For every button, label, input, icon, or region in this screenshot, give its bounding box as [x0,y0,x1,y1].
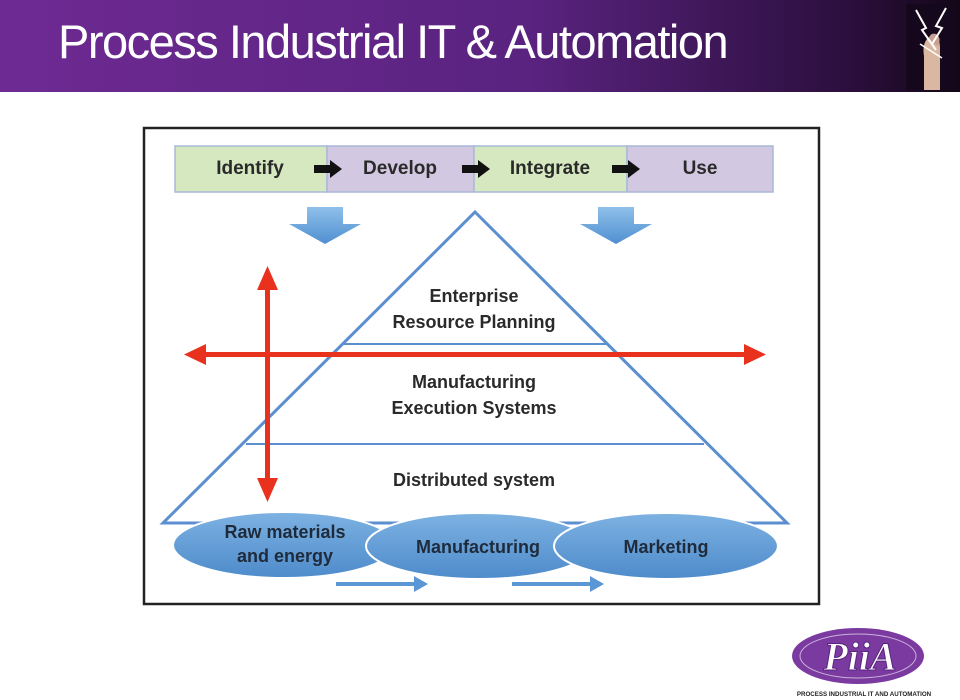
level-erp-line2: Resource Planning [392,312,555,332]
step-identify-label: Identify [216,158,284,179]
ellipse-raw-materials-line2: and energy [237,546,333,566]
down-arrow-left [289,207,361,244]
step-arrow-2 [462,160,490,178]
level-mes-line2: Execution Systems [391,398,556,418]
level-dcs-label: Distributed system [393,470,555,490]
base-ellipses: Raw materials and energy Manufacturing M… [172,511,779,580]
flow-arrow-2 [512,576,604,592]
logo-caption: PROCESS INDUSTRIAL IT AND AUTOMATION [797,691,932,698]
page-title: Process Industrial IT & Automation [58,15,729,68]
flow-arrow-1 [336,576,428,592]
step-arrow-1 [314,160,342,178]
ellipse-manufacturing-label: Manufacturing [416,537,540,557]
step-integrate-box [473,145,628,193]
process-bar: Identify Develop Integrate Use [174,145,774,193]
level-erp-line1: Enterprise [429,286,518,306]
step-develop-box [326,145,475,193]
logo-wordmark: PiiA [822,634,896,679]
header-hand-image [906,4,956,90]
ellipse-raw-materials-line1: Raw materials [224,522,345,542]
step-integrate-label: Integrate [510,158,590,179]
level-mes-line1: Manufacturing [412,372,536,392]
piia-logo: PiiA PROCESS INDUSTRIAL IT AND AUTOMATIO… [792,628,932,698]
ellipse-marketing [553,512,779,580]
step-use-label: Use [683,158,718,179]
down-arrow-right [580,207,652,244]
header-bar: Process Industrial IT & Automation [0,0,960,92]
red-horizontal-arrow [184,344,766,365]
step-arrow-3 [612,160,640,178]
step-develop-label: Develop [363,158,437,179]
red-vertical-arrow [257,266,278,502]
step-use-box [626,145,774,193]
pyramid: Enterprise Resource Planning Manufacturi… [159,209,791,525]
ellipse-marketing-label: Marketing [623,537,708,557]
